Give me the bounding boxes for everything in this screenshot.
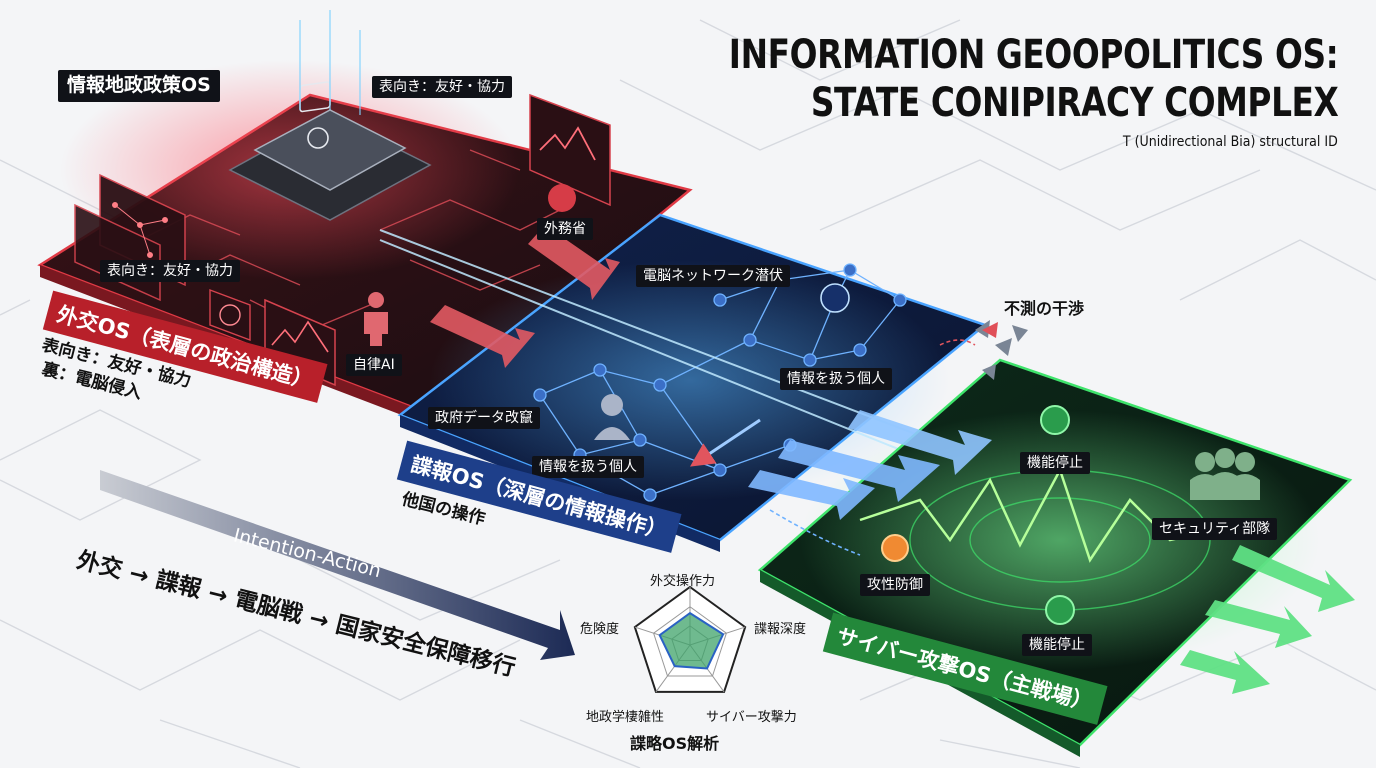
intelligence-glow bbox=[430, 260, 950, 500]
arrow-red-1 bbox=[528, 225, 620, 300]
radar-grid-ring-1 bbox=[653, 606, 727, 677]
chip-globe-icon bbox=[307, 127, 329, 149]
globe-small-icon bbox=[219, 304, 241, 326]
chart-line-small-icon bbox=[271, 320, 329, 353]
individual-label-bottom: 情報を扱う個人 bbox=[532, 456, 644, 479]
autonomous-ai-label: 自律AI bbox=[346, 354, 402, 377]
team-icon bbox=[1190, 448, 1260, 500]
processor-chip-top bbox=[253, 109, 407, 191]
dashed-link-red bbox=[939, 339, 976, 346]
interference-shard-red bbox=[982, 322, 998, 338]
subtitle: T (Unidirectional Bia) structural ID bbox=[1123, 134, 1338, 150]
radar-title: 諜略OS解析 bbox=[630, 734, 720, 753]
flow-arrow bbox=[100, 470, 575, 660]
network-globe-icon bbox=[820, 283, 850, 313]
cyber-glow bbox=[800, 410, 1320, 670]
surface-label-left: 表向き：友好・協力 bbox=[100, 260, 240, 283]
chip-data-lines bbox=[299, 10, 361, 115]
radar-series-polygon bbox=[658, 611, 725, 670]
data-tamper-label: 政府データ改竄 bbox=[428, 407, 540, 430]
radar-axis-label-3: 地政学棲雑性 bbox=[586, 710, 665, 725]
globe-panel bbox=[209, 288, 251, 342]
arrow-blue-1 bbox=[848, 410, 992, 475]
offense-node bbox=[881, 534, 909, 562]
arrow-green-1 bbox=[1232, 545, 1355, 612]
radar-axis-label-1: 諜報深度 bbox=[754, 622, 807, 637]
chart-line-icon bbox=[539, 126, 596, 161]
background-circuit-lines bbox=[0, 19, 1376, 768]
interference-shards-icon bbox=[975, 320, 1028, 380]
shutdown-label-top: 機能停止 bbox=[1020, 452, 1090, 475]
title-line-2: STATE CONIPIRACY COMPLEX bbox=[810, 80, 1338, 126]
offensive-defense-label: 攻性防御 bbox=[860, 574, 930, 597]
arrow-red-2 bbox=[430, 305, 535, 368]
radar-axis-label-4: 危険度 bbox=[580, 622, 620, 637]
cyber-ring-inner bbox=[969, 497, 1151, 583]
individual-label-top: 情報を扱う個人 bbox=[780, 368, 892, 391]
interference-label: 不測の干渉 bbox=[1004, 299, 1085, 318]
surface-label-top: 表向き：友好・協力 bbox=[372, 76, 512, 99]
radar-axis-label-0: 外交操作力 bbox=[650, 574, 716, 589]
shutdown-label-bottom: 機能停止 bbox=[1022, 634, 1092, 657]
chip-label: 情報地政政策OS bbox=[58, 70, 220, 102]
person-icon-ai bbox=[364, 292, 388, 346]
chart-panel-right bbox=[529, 93, 611, 207]
arrow-blue-2 bbox=[778, 440, 940, 502]
ministry-label: 外務省 bbox=[537, 218, 593, 241]
ministry-node bbox=[548, 184, 576, 212]
arrow-back-blue bbox=[690, 418, 761, 467]
radar-chart bbox=[633, 585, 747, 693]
shutdown-node-bottom bbox=[1045, 595, 1075, 625]
arrow-blue-3 bbox=[748, 470, 875, 520]
network-label: 電脳ネットワーク潜伏 bbox=[636, 265, 790, 288]
arrow-green-2 bbox=[1205, 600, 1312, 648]
dashed-link-blue bbox=[769, 509, 861, 556]
person-icon-individual bbox=[594, 394, 630, 440]
panel-network-graph bbox=[112, 202, 168, 258]
radar-axis-label-2: サイバー攻撃力 bbox=[706, 710, 797, 725]
lightning-icon bbox=[859, 466, 1261, 563]
arrow-green-3 bbox=[1180, 650, 1270, 694]
shutdown-node-top bbox=[1040, 405, 1070, 435]
security-team-label: セキュリティ部隊 bbox=[1152, 518, 1278, 541]
title-line-1: INFORMATION GEOOPOLITICS OS: bbox=[728, 32, 1338, 78]
